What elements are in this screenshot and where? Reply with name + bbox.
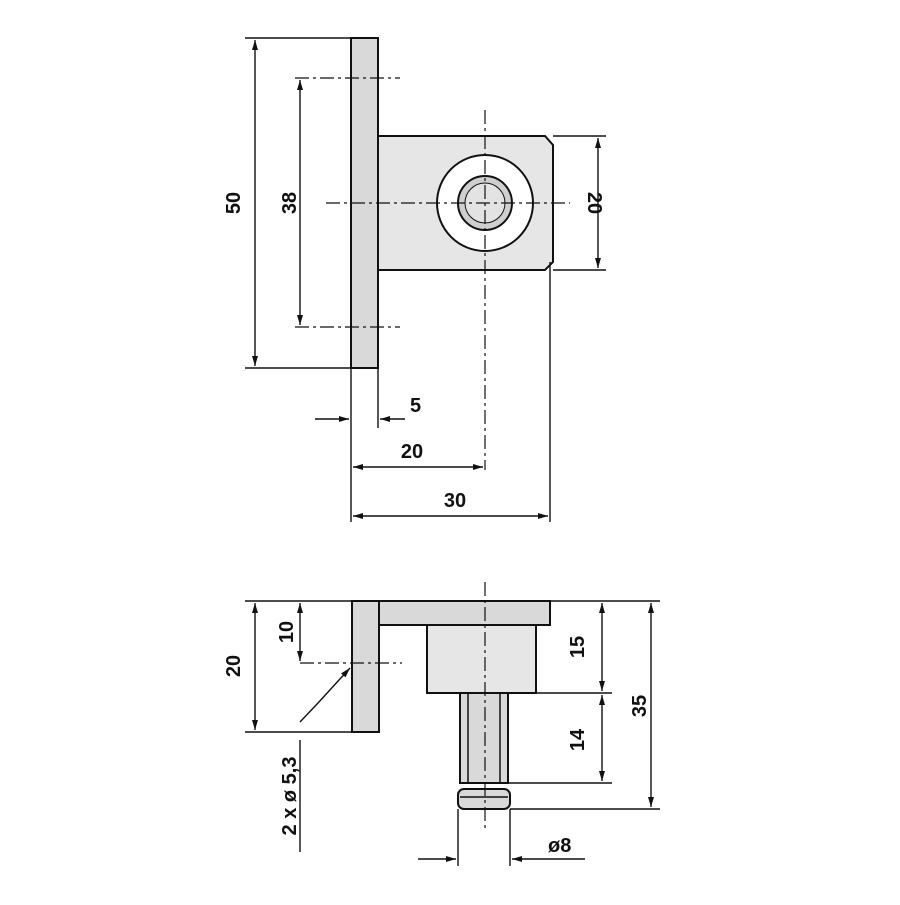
side-dim-20-label: 20 [223, 655, 245, 677]
side-pin-tip [457, 788, 511, 810]
hole-callout-label: 2 x ø 5,3 [279, 757, 301, 836]
dim-20-tab-label: 20 [583, 192, 605, 214]
side-view: 20 10 2 x ø 5,3 15 14 35 ø8 [223, 582, 660, 866]
side-dim-8-label: ø8 [548, 835, 571, 857]
dim-38-label: 38 [279, 192, 301, 214]
dim-50-label: 50 [223, 192, 245, 214]
side-pin [459, 692, 509, 784]
side-dim-35-label: 35 [629, 695, 651, 717]
front-view: 50 38 20 5 20 30 [223, 37, 606, 522]
side-dim-14-label: 14 [567, 728, 589, 751]
dim-30-label: 30 [444, 490, 466, 512]
dim-5-label: 5 [410, 395, 421, 417]
side-collar [426, 624, 537, 694]
side-dim-10-label: 10 [276, 621, 298, 643]
dim-20-offset-label: 20 [401, 441, 423, 463]
side-dim-15-label: 15 [567, 636, 589, 658]
side-tab [378, 600, 551, 626]
side-mounting-plate [351, 600, 380, 733]
hole-callout-leader [299, 667, 351, 723]
